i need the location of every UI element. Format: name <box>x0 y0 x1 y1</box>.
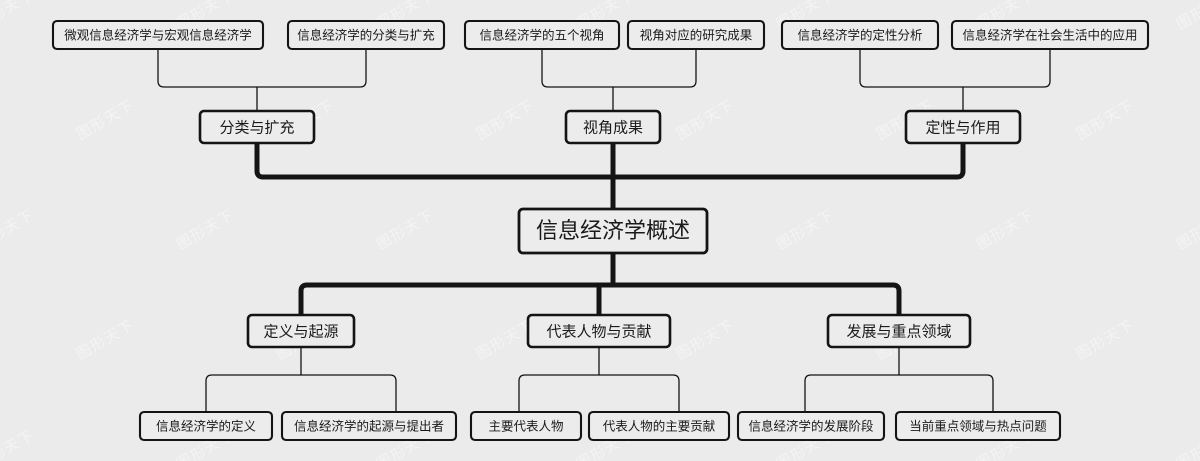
node-label: 定性与作用 <box>925 119 1000 137</box>
node-leaf-bottom-1[interactable]: 信息经济学的定义 <box>138 410 274 442</box>
node-leaf-top-2[interactable]: 信息经济学的分类与扩充 <box>286 19 446 51</box>
node-label: 当前重点领域与热点问题 <box>909 419 1047 434</box>
node-leaf-bottom-2[interactable]: 信息经济学的起源与提出者 <box>280 410 458 442</box>
node-label: 信息经济学的定性分析 <box>797 28 922 43</box>
node-label: 信息经济学的定义 <box>156 419 257 434</box>
link-leaf-to-branch <box>541 48 697 88</box>
node-branch-dingxing[interactable]: 定性与作用 <box>904 109 1022 145</box>
node-label: 分类与扩充 <box>219 119 294 137</box>
link-branch-to-leaf <box>518 374 680 413</box>
link-branch-to-leaf <box>205 374 397 413</box>
node-label: 视角成果 <box>583 119 643 137</box>
node-label: 信息经济学的起源与提出者 <box>294 419 444 434</box>
link-branch-to-root <box>610 140 966 180</box>
node-label: 视角对应的研究成果 <box>640 28 753 43</box>
node-leaf-bottom-6[interactable]: 当前重点领域与热点问题 <box>894 410 1062 442</box>
link-root-to-branch <box>298 282 616 318</box>
node-label: 信息经济学的五个视角 <box>479 28 604 43</box>
node-label: 信息经济学的分类与扩充 <box>297 28 435 43</box>
node-branch-daibiao[interactable]: 代表人物与贡献 <box>526 313 672 349</box>
node-label: 代表人物与贡献 <box>546 323 651 341</box>
node-label: 微观信息经济学与宏观信息经济学 <box>64 28 252 43</box>
node-leaf-bottom-5[interactable]: 信息经济学的发展阶段 <box>736 410 886 442</box>
node-label: 代表人物的主要贡献 <box>603 419 716 434</box>
link-branch-to-leaf <box>804 374 994 413</box>
node-layer: 微观信息经济学与宏观信息经济学 信息经济学的分类与扩充 信息经济学的五个视角 视… <box>51 19 1150 442</box>
link-branch-to-root <box>254 140 616 180</box>
node-branch-fazhan[interactable]: 发展与重点领域 <box>826 313 972 349</box>
link-leaf-to-branch <box>859 48 1051 88</box>
node-label: 信息经济学的发展阶段 <box>748 419 873 434</box>
node-root[interactable]: 信息经济学概述 <box>517 207 709 255</box>
node-label: 发展与重点领域 <box>846 323 951 341</box>
node-leaf-top-6[interactable]: 信息经济学在社会生活中的应用 <box>950 19 1150 51</box>
node-branch-dingyi[interactable]: 定义与起源 <box>246 313 356 349</box>
node-leaf-bottom-3[interactable]: 主要代表人物 <box>469 410 583 442</box>
link-root-to-branch <box>610 282 902 318</box>
node-leaf-top-5[interactable]: 信息经济学的定性分析 <box>780 19 940 51</box>
node-branch-fenlei[interactable]: 分类与扩充 <box>198 109 316 145</box>
connector-layer <box>157 48 1051 413</box>
node-leaf-bottom-4[interactable]: 代表人物的主要贡献 <box>587 410 731 442</box>
node-label: 信息经济学在社会生活中的应用 <box>962 28 1137 43</box>
node-leaf-top-1[interactable]: 微观信息经济学与宏观信息经济学 <box>51 19 265 51</box>
node-branch-shijiao[interactable]: 视角成果 <box>564 109 662 145</box>
link-leaf-to-branch <box>157 48 367 88</box>
node-leaf-top-3[interactable]: 信息经济学的五个视角 <box>463 19 621 51</box>
node-label: 主要代表人物 <box>488 419 563 434</box>
node-label: 定义与起源 <box>263 323 338 341</box>
node-leaf-top-4[interactable]: 视角对应的研究成果 <box>626 19 766 51</box>
node-label: 信息经济学概述 <box>536 219 690 244</box>
